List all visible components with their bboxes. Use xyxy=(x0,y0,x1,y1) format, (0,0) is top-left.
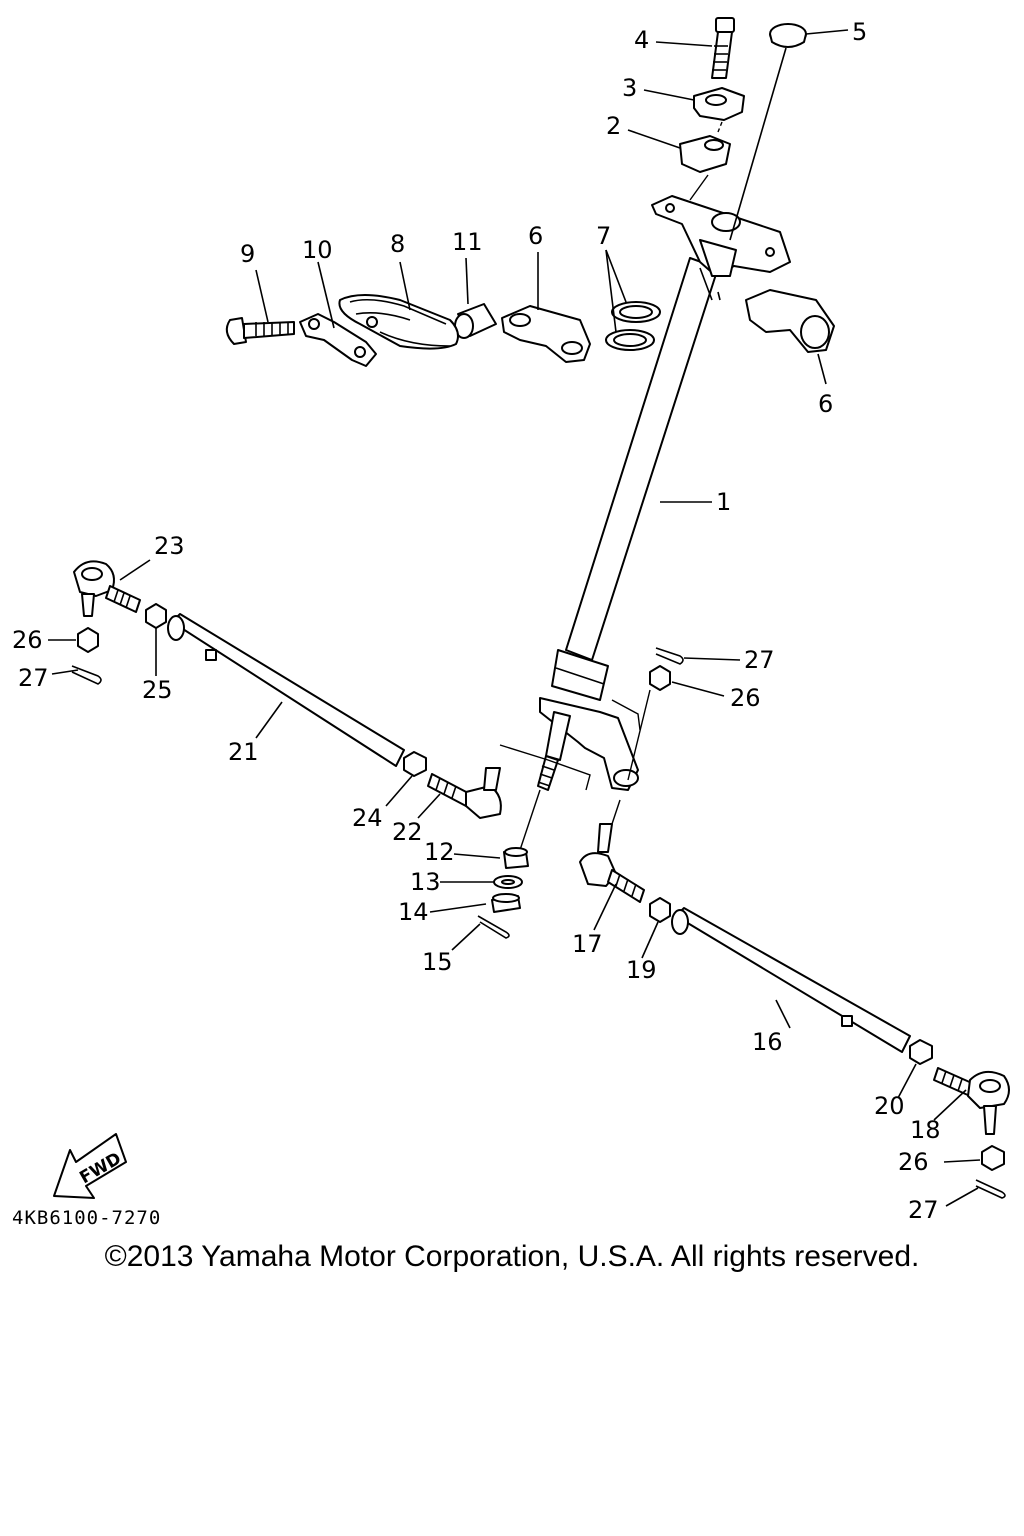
callout-9: 9 xyxy=(240,240,255,268)
callout-1: 1 xyxy=(716,488,731,516)
part-7-rings xyxy=(605,301,661,351)
part-20-nut xyxy=(909,1039,933,1065)
callout-6: 6 xyxy=(818,390,833,418)
part-22-tie-rod-end xyxy=(427,767,502,819)
part-26-nut-left xyxy=(77,627,99,653)
callout-22: 22 xyxy=(392,818,423,846)
part-16-tie-rod-right xyxy=(671,907,911,1053)
callout-25: 25 xyxy=(142,676,173,704)
part-19-nut xyxy=(649,897,671,923)
fwd-arrow-icon: FWD xyxy=(53,1133,127,1199)
callout-3: 3 xyxy=(622,74,637,102)
callout-5: 5 xyxy=(852,18,867,46)
callout-16: 16 xyxy=(752,1028,783,1056)
steering-shaft xyxy=(537,257,721,791)
part-27-pin-right xyxy=(975,1179,1006,1199)
callout-17: 17 xyxy=(572,930,603,958)
callout-21: 21 xyxy=(228,738,259,766)
leader-lines xyxy=(48,29,981,1207)
part-11-collar xyxy=(454,303,497,339)
callout-8: 8 xyxy=(390,230,405,258)
part-21-tie-rod-left xyxy=(167,613,405,767)
callout-labels: 1 2 3 4 5 6 6 7 8 9 10 11 12 13 14 15 16… xyxy=(12,18,941,1224)
callout-27: 27 xyxy=(908,1196,939,1224)
part-23-tie-rod-end-left xyxy=(73,560,141,617)
part-9-bolt xyxy=(225,317,295,345)
column-top-bracket xyxy=(651,195,791,277)
callout-7: 7 xyxy=(596,222,611,250)
part-17-tie-rod-end xyxy=(579,823,645,903)
part-3-clamp xyxy=(693,87,745,121)
part-26-nut-upper xyxy=(649,665,671,691)
callout-26: 26 xyxy=(898,1148,929,1176)
callout-26: 26 xyxy=(12,626,43,654)
part-8-clip xyxy=(338,294,459,350)
copyright-notice: ©2013 Yamaha Motor Corporation, U.S.A. A… xyxy=(104,1240,920,1273)
part-24-nut xyxy=(403,751,427,777)
part-25-nut-left xyxy=(145,603,167,629)
part-13-washer xyxy=(493,875,523,889)
figure-code: 4KB6100-7270 xyxy=(12,1207,161,1229)
part-27-pin-upper xyxy=(655,647,684,665)
part-2-bushing xyxy=(679,135,731,173)
callout-26: 26 xyxy=(730,684,761,712)
part-6-right-bracket xyxy=(745,289,835,353)
callout-27: 27 xyxy=(744,646,775,674)
callout-20: 20 xyxy=(874,1092,905,1120)
callout-6: 6 xyxy=(528,222,543,250)
part-10-lever xyxy=(299,313,377,367)
callout-12: 12 xyxy=(424,838,455,866)
part-6-left-bracket xyxy=(501,305,591,363)
callout-19: 19 xyxy=(626,956,657,984)
callout-14: 14 xyxy=(398,898,429,926)
part-26-nut-right xyxy=(981,1145,1005,1171)
part-14-nut xyxy=(491,893,521,913)
part-5-cap xyxy=(769,23,807,48)
callout-23: 23 xyxy=(154,532,185,560)
callout-4: 4 xyxy=(634,26,649,54)
callout-10: 10 xyxy=(302,236,333,264)
callout-11: 11 xyxy=(452,228,483,256)
part-12-bushing xyxy=(503,847,529,869)
callout-18: 18 xyxy=(910,1116,941,1144)
callout-13: 13 xyxy=(410,868,441,896)
part-15-cotter-pin xyxy=(477,915,510,939)
callout-24: 24 xyxy=(352,804,383,832)
callout-15: 15 xyxy=(422,948,453,976)
callout-27: 27 xyxy=(18,664,49,692)
part-4-bolt xyxy=(711,17,735,79)
part-27-pin-left xyxy=(71,665,102,685)
steering-parts-diagram: 1 2 3 4 5 6 6 7 8 9 10 11 12 13 14 15 16… xyxy=(12,17,1010,1229)
callout-2: 2 xyxy=(606,112,621,140)
part-18-tie-rod-end-right xyxy=(933,1067,1010,1135)
